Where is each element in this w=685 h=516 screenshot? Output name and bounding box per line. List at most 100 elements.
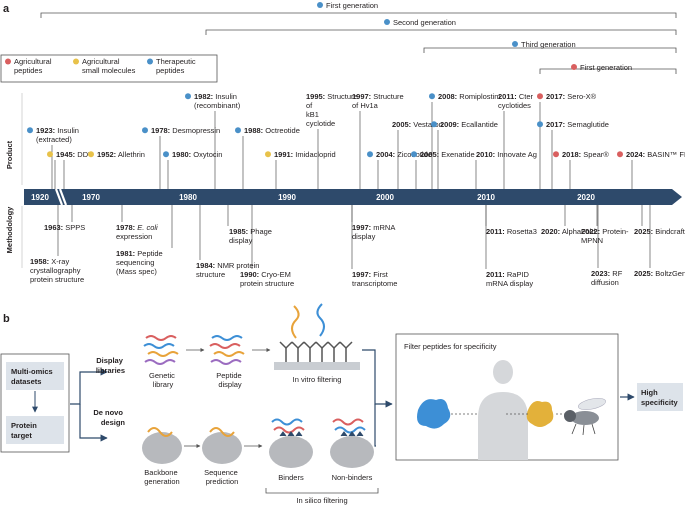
method-label-8: 1997: First: [352, 270, 389, 279]
product-dot-5: [185, 93, 191, 100]
method-label-7: 1997: mRNA: [352, 223, 395, 232]
leader-lines: [51, 102, 651, 269]
product-dot-4: [163, 151, 169, 158]
merge-arrow-denovo: [374, 404, 376, 447]
genetic-library-label: Genetic library: [149, 371, 177, 389]
product-label-13: 2008: Romiplostim: [438, 92, 501, 101]
generation-brackets: [40, 12, 677, 74]
product-label-6: 1988: Octreotide: [244, 126, 300, 135]
panel-a-label: a: [3, 3, 10, 15]
multi-omics-box: [6, 362, 64, 390]
panel-b-label: b: [3, 313, 10, 325]
axis-year-1920: 1920: [31, 193, 49, 202]
gen1b-label: First generation: [580, 63, 632, 72]
method-label-11: 2020: AlphaFold: [541, 227, 596, 236]
fork-arrow-display: [70, 368, 108, 405]
row-label-methodology: Methodology: [5, 206, 14, 253]
gen1-dot: [317, 2, 323, 8]
product-label-0: (extracted): [36, 135, 72, 144]
method-label-0: 1963: SPPS: [44, 223, 85, 232]
bracket-first-generation: [40, 12, 677, 18]
fly-illustration: [564, 398, 606, 436]
product-label-16: 2011: Cter: [498, 92, 534, 101]
gen3-dot: [512, 41, 518, 47]
product-label-5: 1982: Insulin: [194, 92, 237, 101]
product-dot-14: [431, 121, 437, 128]
method-label-4: structure: [196, 270, 225, 279]
multi-omics-label: Multi-omics datasets: [11, 367, 55, 386]
gen2-dot: [384, 19, 390, 25]
product-dot-1: [47, 151, 53, 158]
genetic-library-illustration: [143, 335, 179, 365]
method-label-10: mRNA display: [486, 279, 533, 288]
bracket-first-generation-agri: [539, 68, 677, 74]
product-label-12: 2005: Exenatide: [420, 150, 475, 159]
legend-label-2: Therapeutic: [156, 57, 196, 66]
axis-year-1980: 1980: [179, 193, 197, 202]
method-label-3: 1981: Peptide: [116, 249, 163, 258]
product-label-1: 1945: DDT: [56, 150, 93, 159]
method-label-6: 1990: Cryo-EM: [240, 270, 291, 279]
product-dot-20: [617, 151, 623, 158]
product-label-9: 1997: Structure: [352, 92, 404, 101]
method-label-3: sequencing: [116, 258, 154, 267]
backbone-generation-label: Backbone generation: [144, 468, 179, 486]
product-label-8: kB1: [306, 110, 319, 119]
method-label-5: 1985: Phage: [229, 227, 272, 236]
product-label-8: of: [306, 101, 313, 110]
axis-year-1990: 1990: [278, 193, 296, 202]
peptide-display-label: Peptide display: [216, 371, 244, 389]
in-silico-bracket: [265, 488, 379, 494]
method-label-14: 2025: Bindcraft: [634, 227, 685, 236]
binders-illustration: [269, 418, 313, 468]
method-label-9: 2011: Rosetta3: [486, 227, 537, 236]
method-label-4: 1984: NMR protein: [196, 261, 259, 270]
gen1-label: First generation: [326, 1, 378, 10]
product-dot-6: [235, 127, 241, 134]
method-label-5: display: [229, 236, 253, 245]
peptide-display-illustration: [209, 335, 245, 365]
method-label-1: 1958: X-ray: [30, 257, 69, 266]
in-silico-filtering-label: In silico filtering: [296, 496, 347, 505]
method-label-6: protein structure: [240, 279, 294, 288]
axis-break-2: [58, 188, 68, 206]
product-label-8: 1995: Structure: [306, 92, 358, 101]
display-libraries-label: Display libraries: [96, 356, 125, 375]
legend-dot-1: [73, 58, 79, 65]
product-label-20: 2024: BASIN™ FLEX: [626, 150, 685, 159]
method-label-1: crystallography: [30, 266, 81, 275]
product-dot-18: [537, 121, 543, 128]
high-specificity-label: High specificity: [641, 388, 679, 407]
method-label-12: MPNN: [581, 236, 603, 245]
axis-year-2020: 2020: [577, 193, 595, 202]
method-label-2: expression: [116, 232, 152, 241]
product-dot-2: [88, 151, 94, 158]
product-label-11: 2005: Vestaron: [392, 120, 443, 129]
product-label-17: 2017: Sero-X®: [546, 92, 597, 101]
product-label-18: 2017: Semaglutide: [546, 120, 609, 129]
legend-label-1: Agricultural: [82, 57, 120, 66]
in-vitro-filtering-label: In vitro filtering: [293, 375, 342, 384]
method-label-8: transcriptome: [352, 279, 397, 288]
product-label-4: 1980: Oxytocin: [172, 150, 222, 159]
product-dot-12: [411, 151, 417, 158]
backbone-generation-illustration: [142, 427, 182, 464]
product-label-5: (recombinant): [194, 101, 241, 110]
protein-target-label: Protein target: [11, 421, 39, 440]
binders-label: Binders: [278, 473, 304, 482]
product-label-7: 1991: Imidacloprid: [274, 150, 336, 159]
product-label-2: 1952: Allethrin: [97, 150, 145, 159]
legend-dot-0: [5, 58, 11, 65]
product-dot-7: [265, 151, 271, 158]
sequence-prediction-label: Sequence prediction: [204, 468, 240, 486]
bracket-third-generation: [423, 47, 677, 53]
row-label-product: Product: [5, 140, 14, 169]
product-dot-13: [429, 93, 435, 100]
axis-year-2010: 2010: [477, 193, 495, 202]
product-label-3: 1978: Desmopressin: [151, 126, 220, 135]
